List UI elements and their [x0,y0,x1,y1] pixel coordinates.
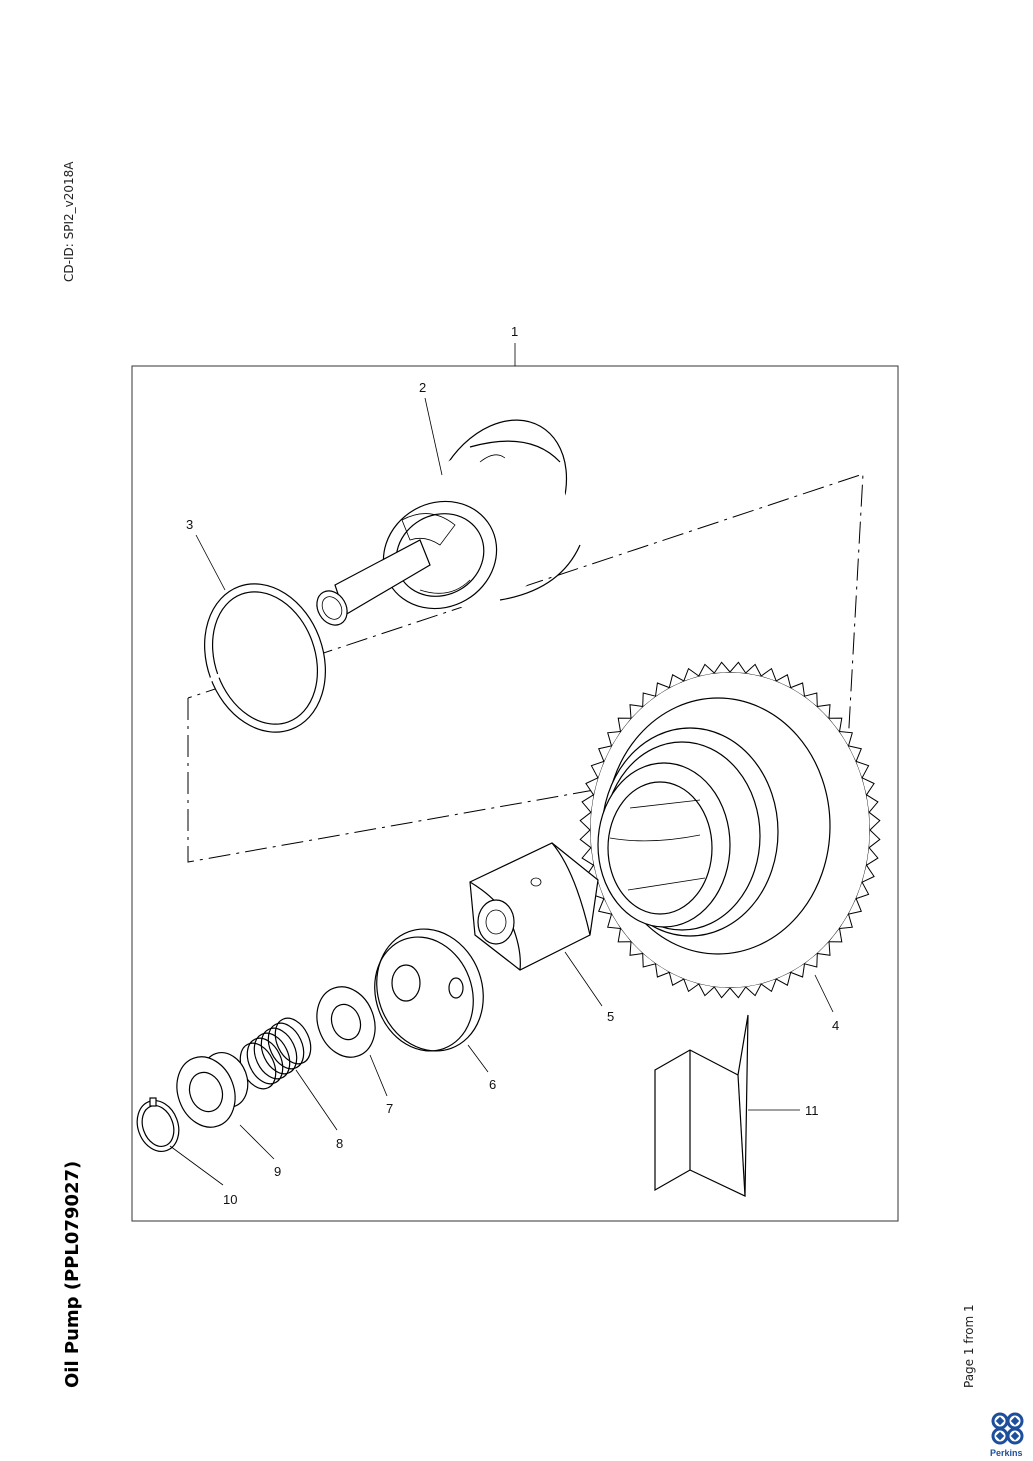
gear-tooth [848,745,862,762]
gear-tooth [866,847,879,866]
gear-tooth [817,704,831,719]
gear-tooth [598,745,612,762]
callout-4: 4 [832,1018,839,1033]
gear-tooth [760,667,777,682]
callout-2: 2 [419,380,426,395]
callout-6: 6 [489,1077,496,1092]
gear-tooth [866,794,879,813]
gear-tooth [855,881,870,900]
part-10-circlip[interactable] [130,1095,185,1158]
gear-tooth [790,963,805,978]
gear-tooth [804,692,818,707]
gear-tooth [775,674,792,688]
gear-tooth [590,760,605,779]
gear-tooth [655,963,670,978]
gear-tooth [668,972,685,986]
spring-coil [246,1037,284,1085]
gear-tooth [713,661,731,674]
gear-tooth [828,717,843,732]
gear-tooth [790,682,805,697]
callout-8: 8 [336,1136,343,1151]
gear-tooth [760,978,777,993]
gear-tooth [698,983,715,997]
leader-lines [169,397,834,1186]
gear-tooth [855,760,870,779]
callout-9: 9 [274,1164,281,1179]
gear-tooth [817,941,831,956]
callout-10: 10 [223,1192,237,1207]
callout-1: 1 [511,324,518,339]
gear-tooth [683,978,700,993]
gear-tooth [617,928,632,943]
part-5-rotor[interactable] [469,842,599,971]
gear-tooth [775,972,792,986]
gear-tooth [745,663,762,677]
gear-tooth [642,692,656,707]
gear-tooth [607,731,621,747]
gear-tooth [729,661,747,674]
perkins-logo-icon [991,1412,1024,1445]
callout-3: 3 [186,517,193,532]
gear-tooth [868,829,881,849]
part-7-washer[interactable] [307,979,384,1066]
callout-7: 7 [386,1101,393,1116]
part-4-gear[interactable] [579,661,881,999]
part-3-retaining-ring[interactable] [185,567,346,750]
gear-tooth [642,953,656,968]
gear-tooth [668,674,685,688]
gear-tooth [607,913,621,929]
gear-tooth [839,913,853,929]
gear-tooth [683,667,700,682]
spring-coil [267,1022,305,1070]
gear-tooth [585,777,599,796]
gear-tooth [579,811,592,831]
gear-tooth [868,811,881,831]
gear-tooth [581,794,594,813]
gear-tooth [861,864,875,883]
gear-tooth [629,941,643,956]
gear-tooth [745,983,762,997]
spring-coil [260,1027,298,1075]
brand-name: Perkins [990,1448,1023,1458]
gear-tooth [655,682,670,697]
spring-coil [274,1017,312,1065]
gear-tooth [617,717,632,732]
gear-tooth [713,986,731,999]
part-11-leaflet[interactable] [654,1014,749,1197]
gear-tooth [861,777,875,796]
gear-tooth [839,731,853,747]
gear-tooth [804,953,818,968]
gear-tooth [828,928,843,943]
callout-11: 11 [805,1103,819,1118]
callout-5: 5 [607,1009,614,1024]
gear-tooth [629,704,643,719]
gear-tooth [729,986,747,999]
gear-tooth [698,663,715,677]
spring-coil [253,1032,291,1080]
gear-tooth [598,898,612,915]
part-9-bush[interactable] [167,1046,255,1135]
gear-tooth [848,898,862,915]
part-2-shaft[interactable] [311,395,594,630]
gear-tooth [581,847,594,866]
gear-tooth [579,829,592,849]
part-6-plate[interactable] [359,914,500,1066]
